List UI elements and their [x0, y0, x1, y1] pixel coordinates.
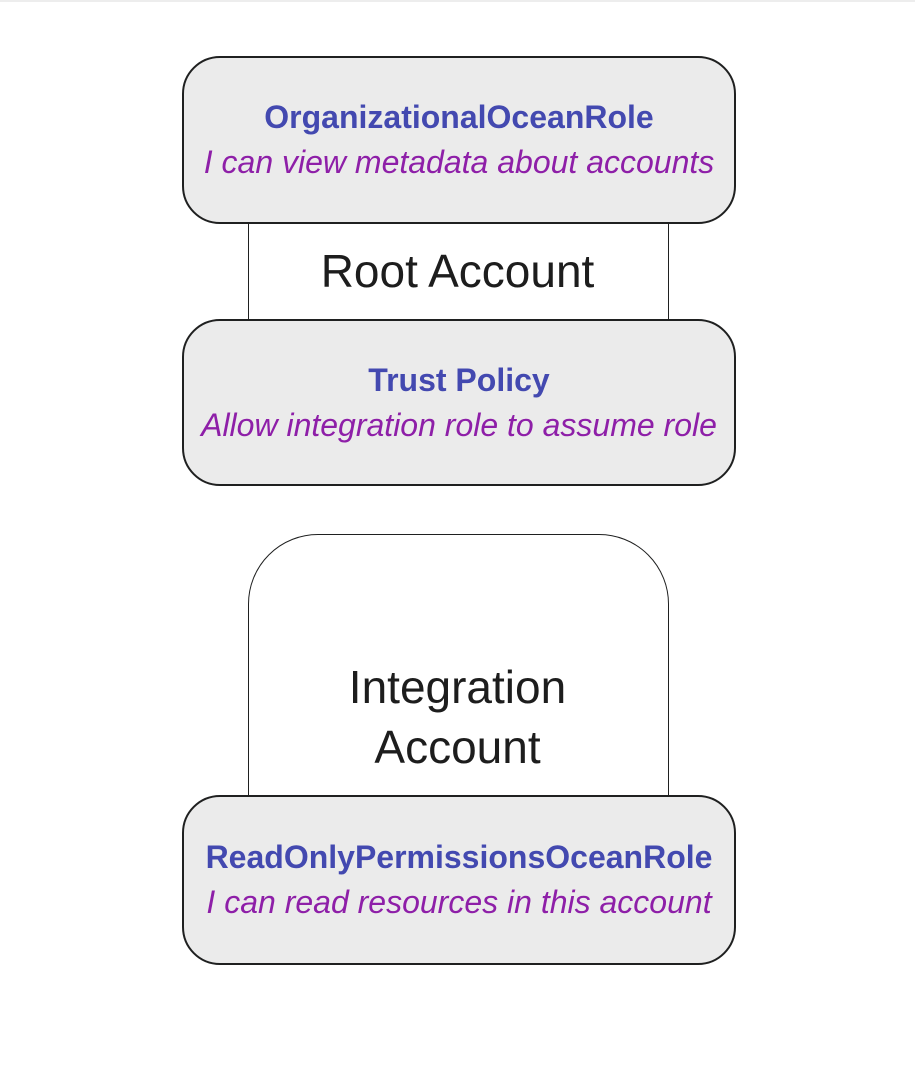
- read-only-permissions-ocean-role-node: ReadOnlyPermissionsOceanRole I can read …: [182, 795, 736, 965]
- page-top-divider: [0, 0, 915, 2]
- integration-account-label: Integration Account: [248, 657, 667, 777]
- trust-policy-subtitle: Allow integration role to assume role: [201, 406, 717, 443]
- read-only-permissions-ocean-role-title: ReadOnlyPermissionsOceanRole: [205, 839, 713, 875]
- organizational-ocean-role-title: OrganizationalOceanRole: [264, 99, 654, 135]
- root-account-label: Root Account: [320, 245, 595, 297]
- integration-account-label-text: Integration Account: [348, 661, 567, 773]
- trust-policy-title: Trust Policy: [368, 361, 550, 398]
- trust-policy-node: Trust Policy Allow integration role to a…: [182, 319, 736, 486]
- organizational-ocean-role-subtitle: I can view metadata about accounts: [203, 144, 715, 180]
- read-only-permissions-ocean-role-subtitle: I can read resources in this account: [206, 884, 712, 920]
- organizational-ocean-role-node: OrganizationalOceanRole I can view metad…: [182, 56, 736, 224]
